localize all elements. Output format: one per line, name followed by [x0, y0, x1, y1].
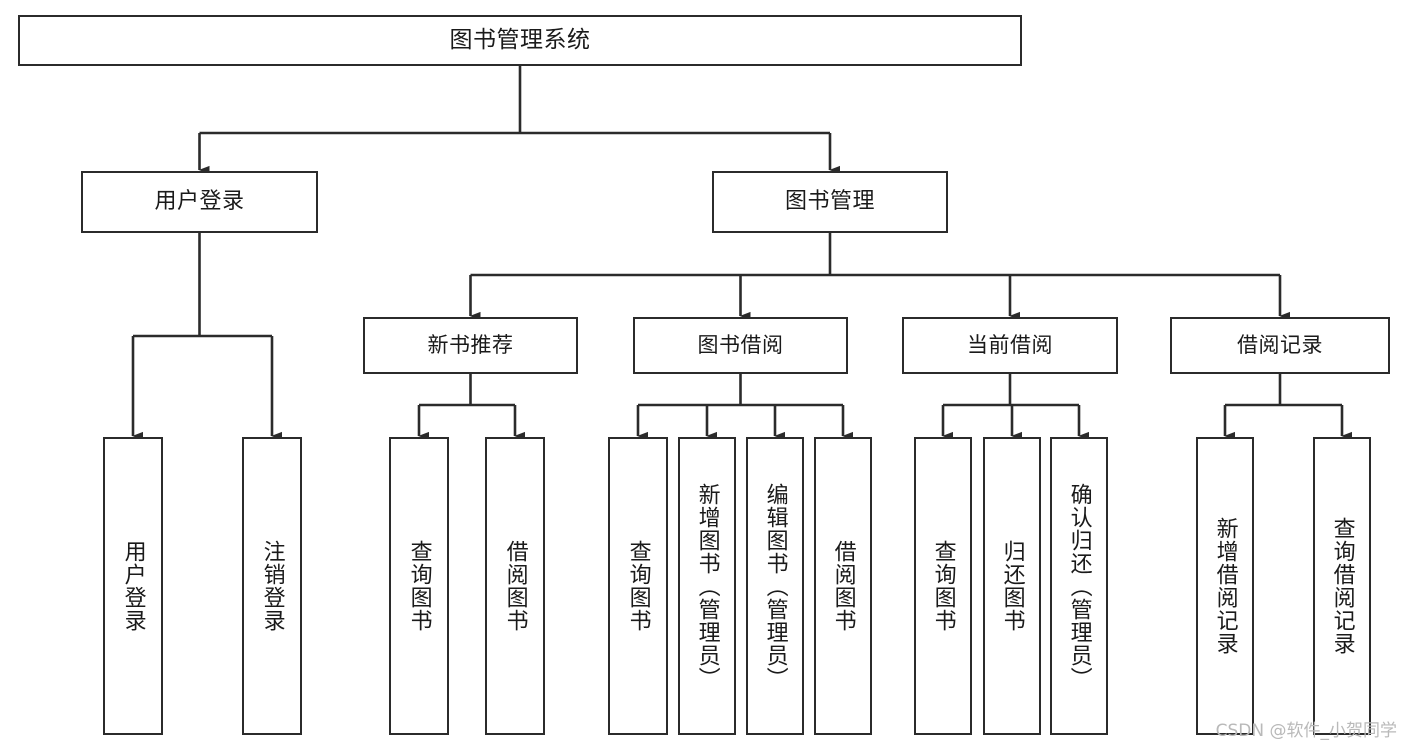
- node-leaf-query-book-borrow[interactable]: 查询图书: [608, 437, 668, 735]
- node-new-book-recommend[interactable]: 新书推荐: [363, 317, 578, 374]
- node-leaf-query-book-current[interactable]: 查询图书: [914, 437, 972, 735]
- node-user-login[interactable]: 用户登录: [81, 171, 318, 233]
- node-leaf-borrow-book-recommend-label: 借阅图书: [502, 540, 528, 632]
- node-root[interactable]: 图书管理系统: [18, 15, 1022, 66]
- node-leaf-user-logout-label: 注销登录: [259, 540, 285, 632]
- node-book-manage-label: 图书管理: [784, 189, 875, 215]
- node-leaf-user-login-label: 用户登录: [120, 540, 146, 632]
- node-leaf-user-logout[interactable]: 注销登录: [242, 437, 302, 735]
- node-current-borrow-label: 当前借阅: [967, 333, 1053, 358]
- node-leaf-query-borrow-record[interactable]: 查询借阅记录: [1313, 437, 1371, 735]
- node-leaf-add-book[interactable]: 新增图书（管理员）: [678, 437, 736, 735]
- node-leaf-query-borrow-record-label: 查询借阅记录: [1329, 517, 1355, 655]
- node-leaf-confirm-return[interactable]: 确认归还（管理员）: [1050, 437, 1108, 735]
- node-leaf-borrow-book[interactable]: 借阅图书: [814, 437, 872, 735]
- node-leaf-add-borrow-record[interactable]: 新增借阅记录: [1196, 437, 1254, 735]
- node-book-borrow[interactable]: 图书借阅: [633, 317, 848, 374]
- node-leaf-add-book-label: 新增图书（管理员）: [694, 482, 720, 690]
- node-leaf-query-book-current-label: 查询图书: [930, 540, 956, 632]
- node-leaf-query-book-recommend-label: 查询图书: [406, 540, 432, 632]
- node-leaf-user-login[interactable]: 用户登录: [103, 437, 163, 735]
- node-leaf-confirm-return-label: 确认归还（管理员）: [1066, 482, 1092, 690]
- node-leaf-edit-book[interactable]: 编辑图书（管理员）: [746, 437, 804, 735]
- node-book-borrow-label: 图书借阅: [697, 333, 784, 358]
- node-current-borrow[interactable]: 当前借阅: [902, 317, 1118, 374]
- node-borrow-record-label: 借阅记录: [1237, 333, 1323, 358]
- node-new-book-recommend-label: 新书推荐: [427, 333, 514, 358]
- node-leaf-query-book-borrow-label: 查询图书: [625, 540, 651, 632]
- node-leaf-return-book[interactable]: 归还图书: [983, 437, 1041, 735]
- node-leaf-query-book-recommend[interactable]: 查询图书: [389, 437, 449, 735]
- node-leaf-borrow-book-label: 借阅图书: [830, 540, 856, 632]
- node-leaf-return-book-label: 归还图书: [999, 540, 1025, 632]
- node-leaf-edit-book-label: 编辑图书（管理员）: [762, 482, 788, 690]
- node-leaf-add-borrow-record-label: 新增借阅记录: [1212, 517, 1238, 655]
- node-user-login-label: 用户登录: [154, 189, 245, 215]
- node-book-manage[interactable]: 图书管理: [712, 171, 948, 233]
- node-root-label: 图书管理系统: [449, 27, 591, 54]
- node-leaf-borrow-book-recommend[interactable]: 借阅图书: [485, 437, 545, 735]
- node-borrow-record[interactable]: 借阅记录: [1170, 317, 1390, 374]
